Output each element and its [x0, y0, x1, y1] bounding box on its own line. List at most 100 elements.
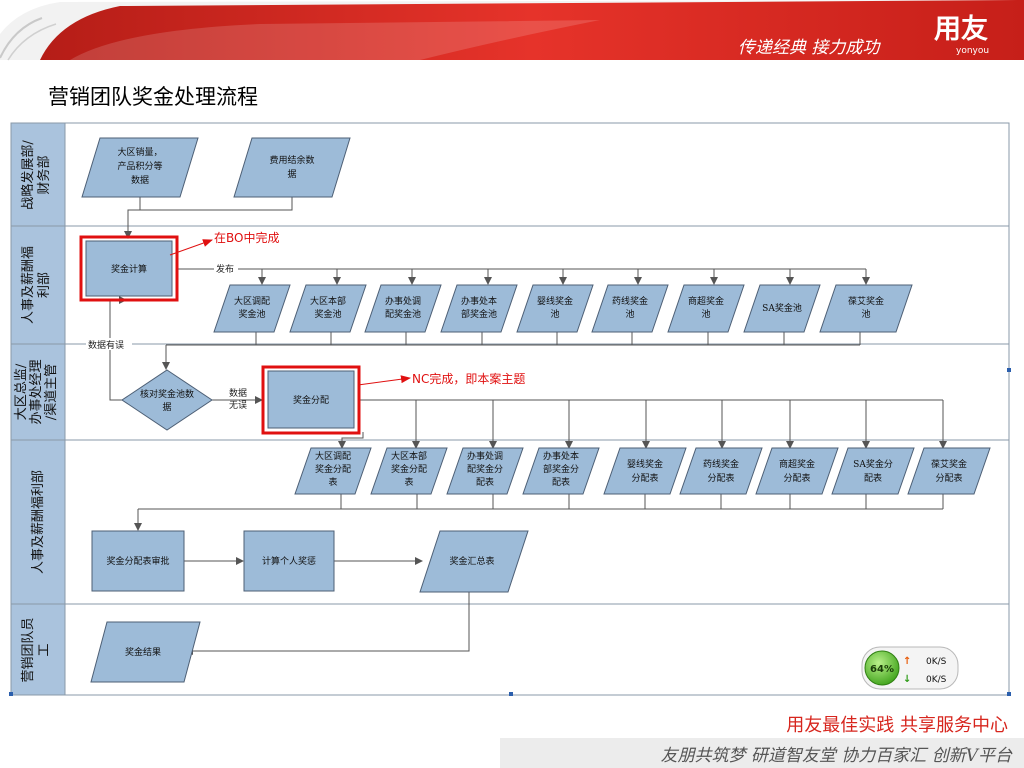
node-pool-5: 婴线奖金 池: [516, 284, 594, 333]
node-pool-1: 大区调配 奖金池: [213, 284, 291, 333]
svg-text:奖金分配表审批: 奖金分配表审批: [106, 555, 169, 567]
svg-text:NC完成，即本案主题: NC完成，即本案主题: [412, 371, 525, 386]
svg-text:大区总监/: 大区总监/: [14, 363, 29, 420]
footer-motto: 友朋共筑梦 研道智友堂 协力百家汇 创新V平台: [661, 746, 1013, 766]
svg-text:财务部: 财务部: [36, 155, 52, 194]
svg-text:分配表: 分配表: [707, 472, 734, 484]
svg-text:人事及薪酬福: 人事及薪酬福: [21, 246, 36, 324]
node-personal-bonus: 计算个人奖惩: [243, 530, 335, 592]
svg-text:配表: 配表: [476, 476, 494, 488]
node-pool-3: 办事处调 配奖金池: [364, 284, 442, 333]
logo-text: 用友: [934, 14, 988, 45]
svg-text:大区销量，: 大区销量，: [117, 146, 162, 158]
node-table-8: SA奖金分 配表: [831, 447, 915, 495]
node-pool-6: 药线奖金 池: [591, 284, 669, 333]
node-pool-2: 大区本部 奖金池: [289, 284, 367, 333]
svg-text:奖金池: 奖金池: [238, 308, 265, 320]
svg-text:办事处经理: 办事处经理: [29, 359, 44, 424]
svg-text:产品积分等: 产品积分等: [117, 160, 162, 172]
footer-tagline: 用友最佳实践 共享服务中心: [786, 715, 1008, 736]
lane-label-hr-2: 人事及薪酬福利部: [31, 470, 46, 574]
svg-text:大区本部: 大区本部: [391, 450, 427, 462]
svg-text:商超奖金: 商超奖金: [688, 295, 724, 307]
svg-text:药线奖金: 药线奖金: [703, 458, 739, 470]
svg-text:数据: 数据: [131, 174, 149, 186]
svg-text:大区调配: 大区调配: [234, 295, 270, 307]
node-bonus-result: 奖金结果: [90, 621, 201, 683]
node-table-3: 办事处调 配奖金分 配表: [446, 447, 524, 495]
svg-text:核对奖金池数: 核对奖金池数: [140, 388, 194, 400]
download-speed: 0K/S: [926, 675, 947, 685]
svg-text:表: 表: [404, 476, 413, 488]
svg-text:分配表: 分配表: [783, 472, 810, 484]
svg-text:药线奖金: 药线奖金: [612, 295, 648, 307]
callout-nc: NC完成，即本案主题: [357, 371, 525, 386]
page-title: 营销团队奖金处理流程: [48, 85, 258, 109]
svg-text:大区本部: 大区本部: [310, 295, 346, 307]
svg-text:奖金分配: 奖金分配: [391, 463, 427, 475]
gauge-icon: [864, 650, 900, 686]
node-pool-8: SA奖金池: [743, 284, 821, 333]
svg-text:配表: 配表: [864, 472, 882, 484]
node-bonus-alloc: 奖金分配: [261, 365, 361, 435]
node-bonus-calc: 奖金计算: [79, 235, 179, 302]
svg-text:计算个人奖惩: 计算个人奖惩: [262, 555, 316, 567]
node-sales-data: 大区销量， 产品积分等 数据: [81, 137, 199, 198]
svg-text:办事处调: 办事处调: [467, 450, 503, 462]
node-table-5: 婴线奖金 分配表: [603, 447, 687, 495]
network-speed-widget[interactable]: 64% ↑ ↓ 0K/S 0K/S: [861, 646, 959, 690]
node-approve: 奖金分配表审批: [91, 530, 185, 592]
svg-text:在BO中完成: 在BO中完成: [214, 230, 279, 245]
svg-text:奖金结果: 奖金结果: [125, 646, 161, 658]
svg-text:葆艾奖金: 葆艾奖金: [931, 458, 967, 470]
svg-text:分配表: 分配表: [935, 472, 962, 484]
svg-text:部奖金池: 部奖金池: [461, 308, 497, 320]
edge-label-data-ok-line1: 数据: [229, 387, 247, 399]
svg-text:SA奖金分: SA奖金分: [853, 458, 893, 470]
svg-text:SA奖金池: SA奖金池: [762, 302, 802, 314]
svg-text:据: 据: [287, 168, 296, 180]
lane-label-sales-staff: 营销团队员 工: [21, 617, 52, 682]
node-pool-7: 商超奖金 池: [667, 284, 745, 333]
svg-text:部奖金分: 部奖金分: [543, 463, 579, 475]
svg-text:/渠道主管: /渠道主管: [44, 364, 59, 420]
logo-subtext: yonyou: [956, 46, 989, 56]
svg-text:表: 表: [328, 476, 337, 488]
svg-text:分配表: 分配表: [631, 472, 658, 484]
node-table-6: 药线奖金 分配表: [679, 447, 763, 495]
svg-text:费用结余数: 费用结余数: [269, 154, 314, 166]
download-arrow-icon: ↓: [903, 674, 911, 685]
node-table-2: 大区本部 奖金分配 表: [370, 447, 448, 495]
upload-speed: 0K/S: [926, 657, 947, 667]
svg-text:战略发展部/: 战略发展部/: [20, 140, 36, 210]
node-pool-9: 葆艾奖金 池: [819, 284, 913, 333]
svg-text:奖金池: 奖金池: [314, 308, 341, 320]
svg-text:人事及薪酬福利部: 人事及薪酬福利部: [31, 470, 46, 574]
svg-text:办事处调: 办事处调: [385, 295, 421, 307]
svg-text:奖金汇总表: 奖金汇总表: [449, 555, 494, 567]
svg-text:工: 工: [37, 643, 52, 656]
svg-text:营销团队员: 营销团队员: [21, 617, 36, 682]
lane-label-strategy-finance: 战略发展部/ 财务部: [20, 140, 52, 210]
svg-text:商超奖金: 商超奖金: [779, 458, 815, 470]
edge-label-data-ok-line2: 无误: [229, 400, 247, 411]
header-banner: 传递经典 接力成功 用友 yonyou: [0, 0, 1024, 61]
svg-text:大区调配: 大区调配: [315, 450, 351, 462]
svg-text:池: 池: [861, 308, 870, 320]
svg-text:办事处本: 办事处本: [543, 450, 579, 462]
svg-text:葆艾奖金: 葆艾奖金: [848, 295, 884, 307]
lane-label-regional-managers: 大区总监/ 办事处经理 /渠道主管: [14, 359, 59, 424]
svg-text:利部: 利部: [37, 272, 52, 298]
node-table-9: 葆艾奖金 分配表: [907, 447, 991, 495]
callout-bo: 在BO中完成: [169, 230, 279, 256]
svg-text:配奖金分: 配奖金分: [467, 463, 503, 475]
node-verify-decision: 核对奖金池数 据: [121, 369, 213, 431]
svg-text:婴线奖金: 婴线奖金: [537, 295, 573, 307]
speed-percent: 64%: [870, 664, 894, 675]
edge-label-publish: 发布: [216, 263, 234, 275]
svg-text:奖金计算: 奖金计算: [111, 263, 147, 275]
header-slogan: 传递经典 接力成功: [738, 38, 881, 58]
node-table-7: 商超奖金 分配表: [755, 447, 839, 495]
connectors: [109, 197, 947, 655]
